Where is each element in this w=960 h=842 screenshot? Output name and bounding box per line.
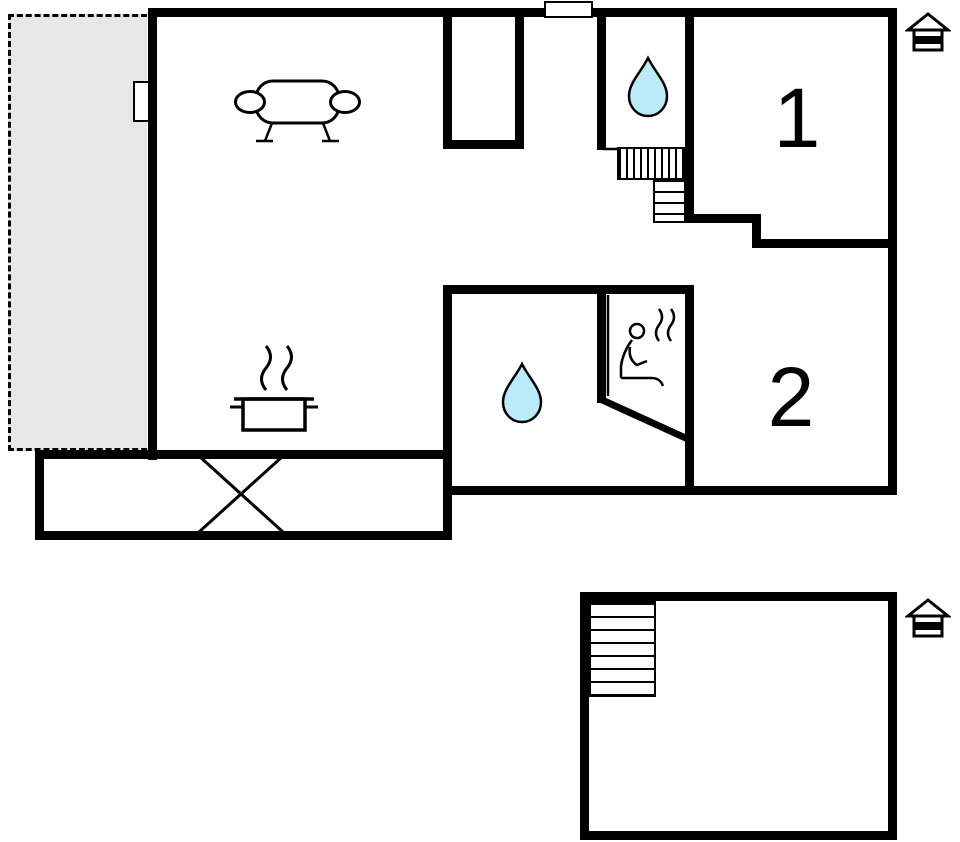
water-drop-icon: [627, 55, 669, 118]
wall-segment: [888, 8, 897, 495]
deck-cross-mark: [197, 454, 285, 534]
wall-segment: [443, 140, 524, 149]
sofa-icon: [234, 79, 361, 143]
room-1-label: 1: [773, 71, 821, 165]
wall-segment: [148, 8, 157, 460]
wall-segment: [597, 285, 606, 403]
wall-segment: [443, 8, 452, 149]
wall-segment: [580, 592, 589, 840]
wall-segment: [888, 592, 897, 840]
wall-segment: [35, 531, 452, 540]
stairs-icon: [589, 601, 656, 697]
terrace-area: [8, 14, 147, 451]
room-2-label: 2: [767, 350, 815, 444]
stove-pot-icon: [230, 345, 318, 432]
water-drop-icon: [501, 361, 543, 424]
window-opening: [133, 81, 150, 122]
wall-segment: [597, 8, 606, 150]
wall-segment: [685, 8, 694, 223]
stairs-icon: [653, 178, 686, 223]
house-level-icon: [905, 12, 951, 52]
sauna-angled-wall: [598, 395, 692, 444]
wall-segment: [685, 285, 694, 495]
stairs-icon: [617, 147, 686, 180]
wall-segment: [443, 285, 452, 540]
wall-segment: [443, 285, 694, 294]
wall-segment: [685, 214, 761, 223]
entry-door-opening: [544, 1, 593, 18]
sauna-person-icon: [606, 295, 676, 396]
wall-segment: [443, 486, 897, 495]
wall-segment: [580, 592, 897, 601]
wall-segment: [35, 450, 452, 459]
wall-segment: [752, 239, 897, 248]
house-level-icon: [905, 598, 951, 638]
wall-segment: [515, 8, 524, 149]
wall-segment: [752, 214, 761, 248]
wall-segment: [580, 831, 897, 840]
wall-segment: [35, 450, 44, 540]
